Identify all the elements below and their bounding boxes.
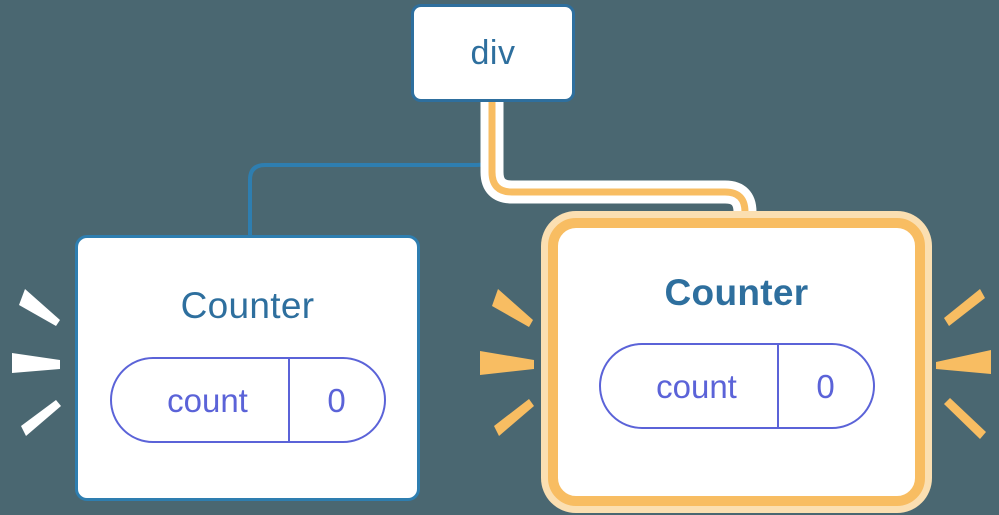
state-key-right: count bbox=[656, 367, 737, 405]
state-pill-divider bbox=[287, 359, 290, 441]
state-pill-left: count 0 bbox=[109, 357, 386, 443]
connector-to-right-counter bbox=[488, 102, 749, 262]
state-value-left: 0 bbox=[327, 381, 346, 419]
node-counter-right-label: Counter bbox=[664, 272, 809, 313]
state-pill-right: count 0 bbox=[598, 343, 875, 429]
connector-to-left-counter bbox=[248, 100, 494, 239]
state-pill-divider bbox=[776, 345, 779, 427]
node-div[interactable]: div bbox=[411, 4, 575, 102]
state-value-right: 0 bbox=[816, 367, 835, 405]
state-key-left: count bbox=[167, 381, 248, 419]
node-counter-right[interactable]: Counter count 0 bbox=[548, 218, 925, 506]
node-counter-left[interactable]: Counter count 0 bbox=[75, 235, 420, 501]
node-counter-left-label: Counter bbox=[180, 285, 315, 326]
node-div-label: div bbox=[470, 34, 516, 72]
